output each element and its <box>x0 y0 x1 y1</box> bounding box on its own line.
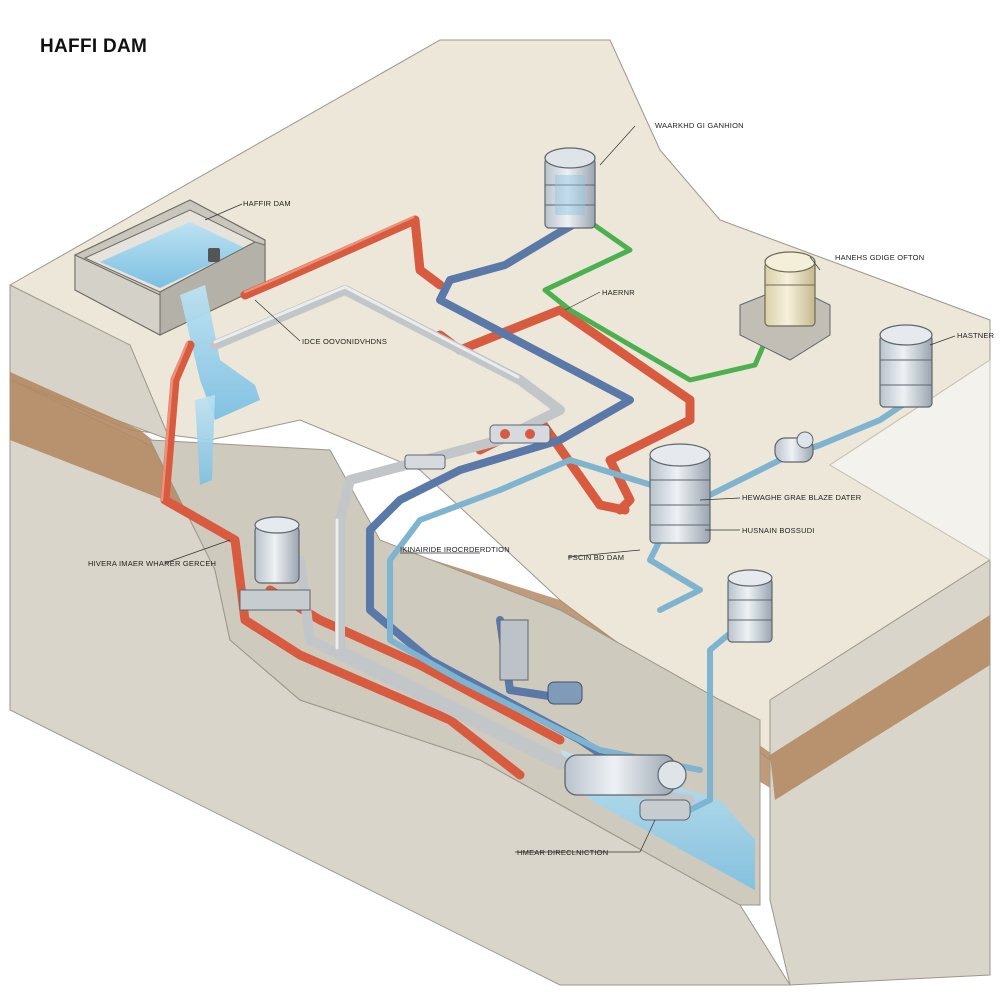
label-top-tank: WAARKHD GI GANHION <box>655 121 744 130</box>
label-far-right: HASTNER <box>957 331 995 340</box>
gate-control-icon <box>208 248 220 262</box>
label-left-channel: IDCE OOVONIDVHDNS <box>302 337 387 346</box>
label-tank-center-a: HEWAGHE GRAE BLAZE DATER <box>742 493 862 502</box>
callout-labels: WAARKHD GI GANHION HAFFIR DAM HANEHS GDI… <box>88 121 995 857</box>
label-mid-small: HAERNR <box>602 288 635 297</box>
leader-lines <box>164 125 956 853</box>
label-tank-right: HANEHS GDIGE OFTON <box>835 253 924 262</box>
label-left-lower: HIVERA IMAER WHARER GERCEH <box>88 559 216 568</box>
label-center-dam: FSCIN BD DAM <box>568 553 624 562</box>
label-dam-inner: HAFFIR DAM <box>243 199 291 208</box>
soil-layer-left <box>10 372 190 510</box>
soil-layer-right <box>770 615 990 800</box>
right-storage-tank <box>879 324 933 408</box>
bottom-pump-unit <box>499 619 691 821</box>
right-pump <box>774 431 814 463</box>
ground-block <box>9 39 991 986</box>
top-storage-tank <box>544 147 596 229</box>
dam-reservoir <box>74 199 266 485</box>
page-title: HAFFI DAM <box>40 36 148 57</box>
label-tank-center-b: HUSNAIN BOSSUDI <box>742 526 815 535</box>
green-pipe <box>542 212 773 383</box>
cream-tank-station <box>739 251 831 361</box>
equipment <box>239 147 933 821</box>
lower-storage-tank <box>727 569 773 643</box>
valve-cluster <box>404 424 551 470</box>
ground-step-right <box>829 359 991 561</box>
left-filter-vessel <box>239 516 311 611</box>
label-bottom-pump: HMEAR DIRECLNICTION <box>517 848 608 857</box>
center-storage-tank <box>649 443 711 544</box>
label-central-pipe: IKINAIRIDE IROCRDERDTION <box>400 545 510 554</box>
